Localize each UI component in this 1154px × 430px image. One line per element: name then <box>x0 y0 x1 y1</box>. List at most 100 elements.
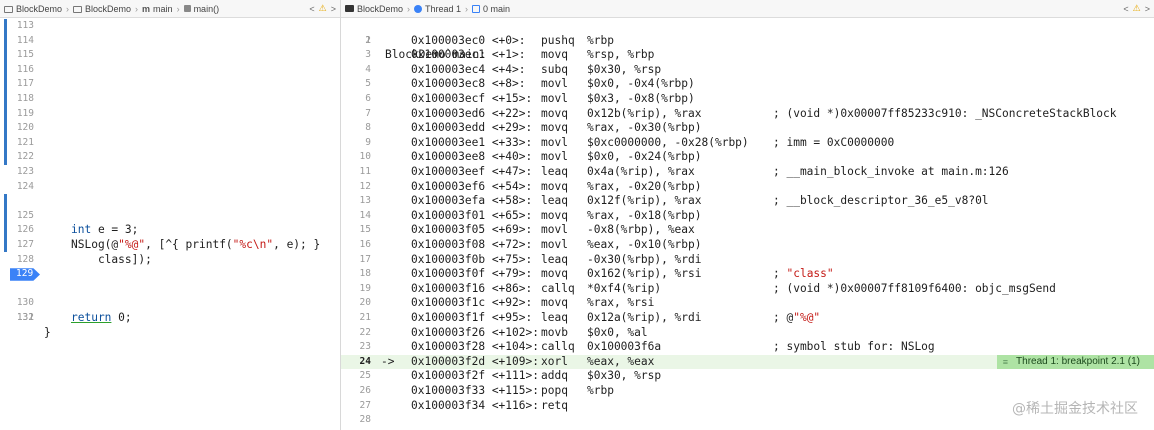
string-token: "class" <box>786 267 834 281</box>
jump-crumb-label: BlockDemo <box>16 3 63 14</box>
line-number[interactable]: 121 <box>16 136 34 148</box>
line-number[interactable]: 25 <box>359 370 371 382</box>
instruction-address: 0x100003f05 <+69>: <box>411 223 533 237</box>
line-number[interactable]: 17 <box>359 253 371 265</box>
disassembly-line: 24->0x100003f2d <+109>:xorl%eax, %eax≡Th… <box>341 354 1154 370</box>
line-number[interactable]: 5 <box>365 78 371 90</box>
line-number[interactable]: 3 <box>365 49 371 61</box>
line-number[interactable]: 117 <box>16 78 34 90</box>
line-number[interactable]: 131 <box>16 311 34 323</box>
line-number[interactable]: 21 <box>359 312 371 323</box>
line-number[interactable]: 124 <box>16 180 34 192</box>
string-token: "%@" <box>118 237 146 251</box>
line-number[interactable]: 132 <box>16 312 34 323</box>
line-number[interactable]: 122 <box>16 151 34 163</box>
line-number[interactable]: 14 <box>359 209 371 221</box>
instruction-address: 0x100003f16 <+86>: <box>411 281 533 295</box>
line-number[interactable]: 24 <box>359 355 371 367</box>
line-number[interactable]: 16 <box>359 239 371 250</box>
instruction-comment: ; __main_block_invoke at main.m:126 <box>773 165 1009 178</box>
disassembly-pane[interactable]: BlockDemo › Thread 1 › 0 main < ⚠ > 1 Bl… <box>341 0 1154 430</box>
instruction-operands: 0x4a(%rip), %rax <box>587 165 695 178</box>
pane-divider[interactable] <box>340 0 341 430</box>
line-number[interactable]: 26 <box>359 385 371 396</box>
line-number[interactable]: 12 <box>359 180 371 192</box>
function-icon <box>183 5 191 12</box>
line-number[interactable]: 20 <box>359 297 371 309</box>
instruction-address: 0x100003edd <+29>: <box>411 121 533 135</box>
breakpoint-marker[interactable]: 129 <box>10 268 40 281</box>
line-number[interactable]: 2 <box>365 34 371 46</box>
source-code-text[interactable]: class]); <box>44 253 152 268</box>
line-number[interactable]: 22 <box>359 326 371 338</box>
line-number[interactable]: 127 <box>16 239 34 250</box>
instruction-operands: $0x0, -0x4(%rbp) <box>587 77 695 91</box>
next-issue-button[interactable]: > <box>330 3 336 14</box>
instruction-address: 0x100003efa <+58>: <box>411 194 533 208</box>
line-number[interactable]: 1 <box>365 34 371 46</box>
jump-crumb-frame[interactable]: 0 main <box>472 4 510 14</box>
line-number[interactable]: 130 <box>16 297 34 309</box>
disassembly-jump-bar: BlockDemo › Thread 1 › 0 main < ⚠ > <box>341 0 1154 18</box>
warning-icon[interactable]: ⚠ <box>1132 3 1141 13</box>
jump-crumb-process[interactable]: BlockDemo <box>345 4 403 14</box>
line-number[interactable]: 128 <box>16 253 34 265</box>
jump-crumb-group[interactable]: BlockDemo <box>73 4 131 14</box>
breakpoint-status-badge[interactable]: ≡Thread 1: breakpoint 2.1 (1) <box>996 354 1154 370</box>
line-number[interactable]: 115 <box>16 49 34 61</box>
jump-crumb-project[interactable]: BlockDemo <box>4 4 62 14</box>
line-number[interactable]: 27 <box>359 399 371 411</box>
instruction-operands: -0x8(%rbp), %eax <box>587 223 695 237</box>
instruction-operands: 0x12b(%rip), %rax <box>587 106 702 120</box>
next-issue-button[interactable]: > <box>1144 3 1150 14</box>
source-editor-pane[interactable]: BlockDemo › BlockDemo › m main › main() … <box>0 0 340 430</box>
line-number[interactable]: 119 <box>16 107 34 119</box>
instruction-address: 0x100003f1f <+95>: <box>411 311 533 324</box>
jump-crumb-file[interactable]: m main <box>142 4 173 14</box>
source-line: 130 return 0; <box>0 282 340 324</box>
jump-crumb-thread[interactable]: Thread 1 <box>414 4 461 14</box>
line-number[interactable]: 118 <box>16 93 34 104</box>
line-number[interactable]: 6 <box>365 93 371 104</box>
line-number[interactable]: 15 <box>359 224 371 236</box>
line-number[interactable]: 9 <box>365 136 371 148</box>
warning-icon[interactable]: ⚠ <box>318 3 327 13</box>
line-number[interactable]: 23 <box>359 341 371 353</box>
instruction-operands: %rax, %rsi <box>587 296 655 310</box>
line-number[interactable]: 11 <box>359 166 371 177</box>
line-number[interactable]: 10 <box>359 151 371 163</box>
source-code-text[interactable]: return 0; <box>44 311 132 326</box>
line-number[interactable]: 8 <box>365 122 371 134</box>
line-number[interactable]: 13 <box>359 195 371 207</box>
line-number[interactable]: 113 <box>16 20 34 31</box>
line-number[interactable]: 123 <box>16 166 34 177</box>
line-number[interactable]: 19 <box>359 282 371 294</box>
line-number[interactable]: 18 <box>359 268 371 280</box>
previous-issue-button[interactable]: < <box>1123 3 1129 14</box>
line-number[interactable]: 120 <box>16 122 34 134</box>
instruction-operands: %rax, -0x30(%rbp) <box>587 121 702 135</box>
instruction-operands: $0x0, %al <box>587 325 648 339</box>
menu-handle-icon[interactable]: ≡ <box>1002 356 1009 367</box>
instruction-mnemonic: addq <box>541 369 568 383</box>
line-number[interactable]: 4 <box>365 63 371 75</box>
chevron-right-icon: › <box>465 3 469 14</box>
source-code-text[interactable]: } <box>44 326 51 341</box>
previous-issue-button[interactable]: < <box>309 3 315 14</box>
line-number[interactable]: 116 <box>16 63 34 75</box>
source-code-text[interactable]: NSLog(@"%@", [^{ printf("%c\n", e); } <box>44 238 320 253</box>
line-number[interactable]: 125 <box>16 209 34 221</box>
line-number[interactable]: 28 <box>359 414 371 426</box>
instruction-operands: $0x30, %rsp <box>587 369 662 383</box>
jump-crumb-function[interactable]: main() <box>183 4 219 14</box>
line-number[interactable]: 114 <box>16 34 34 46</box>
source-code-text[interactable]: int e = 3; <box>44 223 138 238</box>
instruction-comment: ; symbol stub for: NSLog <box>773 340 935 354</box>
line-number[interactable]: 126 <box>16 224 34 236</box>
thread-icon <box>414 4 423 13</box>
source-line: 120 <box>0 121 340 136</box>
line-number[interactable]: 7 <box>365 107 371 119</box>
